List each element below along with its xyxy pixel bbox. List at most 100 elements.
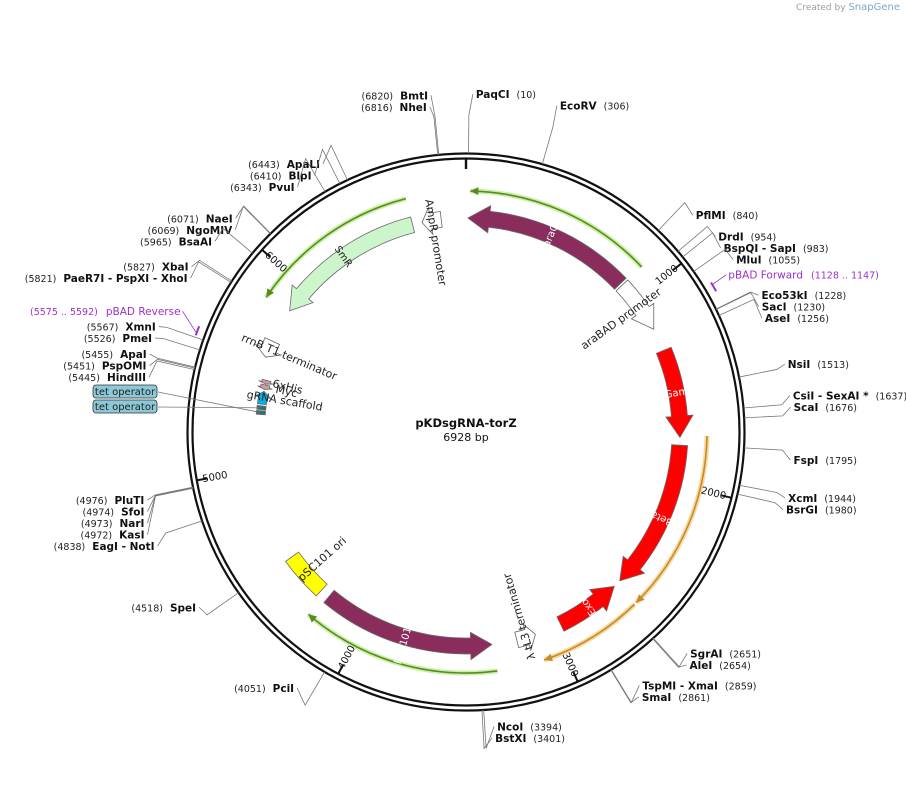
enzyme-site-bspqi-sapi[interactable]: BspQI - SapI(983)	[682, 232, 829, 258]
enzyme-name: XbaI	[162, 262, 189, 274]
enzyme-position: (1055)	[769, 255, 801, 266]
enzyme-position: (6069)	[148, 226, 180, 237]
enzyme-label: (5567)XmnI	[87, 322, 156, 334]
feature-tl3-terminator[interactable]	[514, 622, 536, 652]
enzyme-position: (983)	[803, 244, 829, 255]
enzyme-position: (2651)	[729, 649, 761, 660]
enzyme-label: (5827) XbaI	[123, 262, 188, 274]
enzyme-name: SfoI	[121, 507, 144, 519]
enzyme-site-ncoi[interactable]: NcoI(3394)	[483, 709, 562, 749]
tick-mark	[197, 477, 208, 482]
enzyme-site-bmti[interactable]: (6820)BmtI	[362, 90, 440, 155]
enzyme-leader	[744, 406, 791, 419]
enzyme-site-kasi[interactable]: (4972)KasI	[81, 487, 194, 542]
enzyme-leader	[610, 669, 640, 704]
feature-label-ampr-promoter: AmpR promoter	[422, 198, 449, 287]
enzyme-name: XmnI	[125, 322, 155, 334]
enzyme-site-bsaai[interactable]: (5965)BsaAI	[140, 227, 253, 254]
primer-pbad-forward[interactable]: pBAD Forward(1128 .. 1147)	[710, 270, 879, 292]
feature-gam[interactable]	[655, 346, 694, 439]
enzyme-label: (4976)PluTI	[76, 495, 144, 507]
enzyme-site-ngomiv[interactable]: (6069) NgoMIV	[148, 205, 271, 237]
enzyme-site-hindiii[interactable]: (5445)HindIII	[68, 360, 195, 384]
enzyme-name: BstXI	[495, 733, 526, 745]
enzyme-position: (4973)	[81, 519, 113, 530]
enzyme-position: (840)	[733, 211, 759, 222]
enzyme-site-fspi[interactable]: FspI(1795)	[744, 447, 857, 467]
enzyme-label: (4518)SpeI	[131, 602, 196, 614]
enzyme-site-mlui[interactable]: MluI(1055)	[693, 248, 801, 272]
enzyme-site-xmni[interactable]: (5567)XmnI	[87, 322, 204, 341]
enzyme-site-asei[interactable]: AseI(1256)	[718, 298, 829, 325]
enzyme-position: (1513)	[817, 360, 849, 371]
enzyme-position: (6820)	[362, 91, 394, 102]
enzyme-site-pcii[interactable]: (4051)PciI	[234, 671, 325, 706]
enzyme-site-nhei[interactable]: (6816)NheI	[361, 102, 439, 155]
enzyme-leader	[157, 520, 203, 547]
feature-psc101-ori[interactable]	[285, 551, 328, 597]
enzyme-site-scai[interactable]: ScaI(1676)	[744, 402, 857, 419]
enzyme-position: (5827)	[123, 263, 155, 274]
enzyme-site-naei[interactable]: (6071)NaeI	[167, 205, 271, 234]
enzyme-leader	[198, 592, 239, 616]
enzyme-site-bsrgi[interactable]: BsrGI(1980)	[737, 493, 857, 517]
enzyme-leader	[191, 259, 233, 282]
enzyme-site-paer7i-pspxi-xhoi[interactable]: (5821)PaeR7I - PspXI - XhoI	[25, 261, 232, 285]
primer-label: (5575 .. 5592)pBAD Reverse	[30, 306, 181, 318]
enzyme-label: (5821)PaeR7I - PspXI - XhoI	[25, 273, 188, 285]
enzyme-site-spei[interactable]: (4518)SpeI	[131, 592, 239, 616]
enzyme-site-apali[interactable]: (6443)ApaLI	[248, 144, 348, 181]
feature-exo[interactable]	[556, 585, 615, 632]
enzyme-site-pspomi[interactable]: (5451)PspOMI	[63, 358, 196, 373]
enzyme-site-eco53ki[interactable]: Eco53kI(1228)	[715, 290, 846, 310]
feature-ampr-promoter[interactable]	[421, 206, 443, 236]
enzyme-leader	[155, 337, 200, 351]
backbone-ring	[186, 152, 746, 712]
enzyme-site-nsii[interactable]: NsiI(1513)	[738, 359, 849, 378]
enzyme-leader	[148, 360, 195, 378]
enzyme-site-xcmi[interactable]: XcmI(1944)	[739, 484, 856, 505]
enzyme-site-paqci[interactable]: PaqCI(10)	[468, 89, 537, 154]
primer-range: (1128 .. 1147)	[811, 271, 879, 282]
enzyme-site-blpi[interactable]: (6410)BlpI	[250, 148, 341, 184]
enzyme-site-smai[interactable]: SmaI(2861)	[610, 669, 710, 704]
enzyme-name: NheI	[400, 102, 427, 114]
enzyme-position: (10)	[517, 90, 537, 101]
enzyme-site-apai[interactable]: (5455)ApaI	[81, 349, 196, 368]
enzyme-site-pmei[interactable]: (5526)PmeI	[84, 333, 200, 351]
feature-6xhis[interactable]	[258, 378, 274, 385]
enzyme-site-xbai[interactable]: (5827) XbaI	[123, 259, 233, 282]
feature-myc[interactable]	[257, 383, 273, 390]
feature-rrnb-t1-terminator[interactable]	[254, 337, 283, 358]
feature-grna-scaffold[interactable]	[254, 390, 272, 406]
feature-smr[interactable]	[289, 216, 416, 312]
enzyme-site-alei[interactable]: AleI(2654)	[652, 638, 751, 672]
enzyme-name: SmaI	[642, 692, 672, 704]
enzyme-site-eagi-noti[interactable]: (4838)EagI - NotI	[54, 520, 203, 553]
enzyme-site-csii-sexai[interactable]: CsiI - SexAI *(1637)	[743, 391, 906, 409]
tick-label: 1000	[654, 263, 681, 287]
tick-label: 4000	[336, 644, 358, 672]
enzyme-name: HindIII	[107, 372, 146, 384]
feature-beta[interactable]	[619, 444, 689, 582]
enzyme-label: (6410)BlpI	[250, 170, 312, 182]
tet-operator-badge	[92, 384, 158, 399]
feature-arrows	[254, 205, 694, 661]
feature-arabad-promoter[interactable]	[615, 279, 655, 330]
enzyme-position: (2654)	[719, 661, 751, 672]
enzyme-position: (1676)	[825, 403, 857, 414]
enzyme-label: FspI(1795)	[793, 455, 856, 467]
enzyme-name: SgrAI	[690, 648, 722, 660]
enzyme-site-pflmi[interactable]: PflMI(840)	[657, 201, 759, 231]
enzyme-name: NgoMIV	[186, 225, 233, 237]
enzyme-site-saci[interactable]: SacI(1230)	[715, 292, 825, 314]
enzyme-site-bstxi[interactable]: BstXI(3401)	[481, 710, 565, 750]
enzyme-site-pvui[interactable]: (6343)PvuI	[230, 157, 326, 194]
enzyme-leader	[743, 395, 791, 409]
enzyme-site-pluti[interactable]: (4976)PluTI	[76, 486, 194, 507]
primer-pbad-reverse[interactable]: (5575 .. 5592)pBAD Reverse	[30, 306, 201, 336]
enzyme-site-ecorv[interactable]: EcoRV(306)	[541, 101, 629, 165]
feature-arac[interactable]	[467, 205, 627, 290]
enzyme-leader	[214, 227, 253, 254]
feature-rep101-ts[interactable]	[323, 589, 493, 661]
